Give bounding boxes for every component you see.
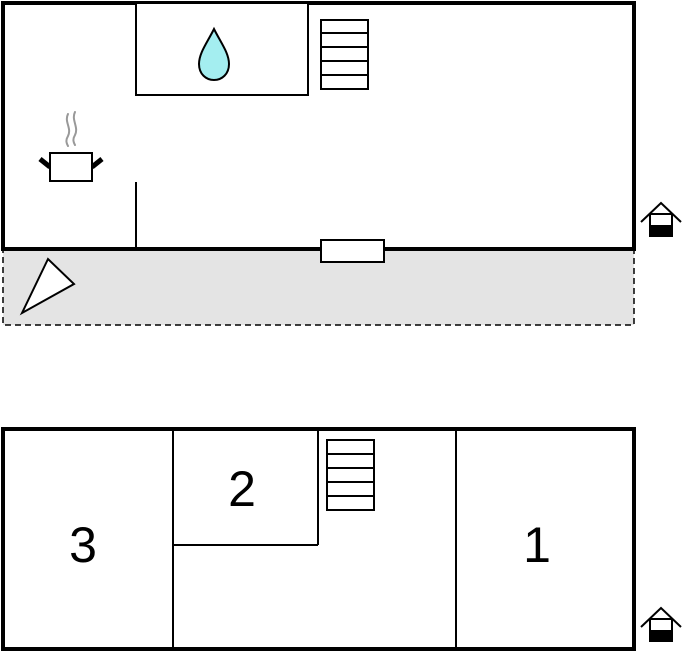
- lower-floor: 1 2 3: [1, 427, 682, 651]
- room-number-3: 3: [69, 517, 97, 573]
- window: [320, 239, 385, 263]
- water-drop-icon: [197, 26, 231, 82]
- terrace: [2, 248, 635, 326]
- stairs-icon: [326, 439, 375, 511]
- stairs-icon: [320, 19, 369, 90]
- room-number-1: 1: [523, 517, 551, 573]
- cooking-pot-icon: [38, 111, 104, 182]
- room-number-2: 2: [228, 461, 256, 517]
- terrace-icon: [19, 257, 76, 316]
- entrance-icon: [640, 201, 682, 237]
- upper-floor: [1, 1, 682, 326]
- upper-floor-walls: [1, 1, 636, 251]
- entrance-icon: [640, 606, 682, 642]
